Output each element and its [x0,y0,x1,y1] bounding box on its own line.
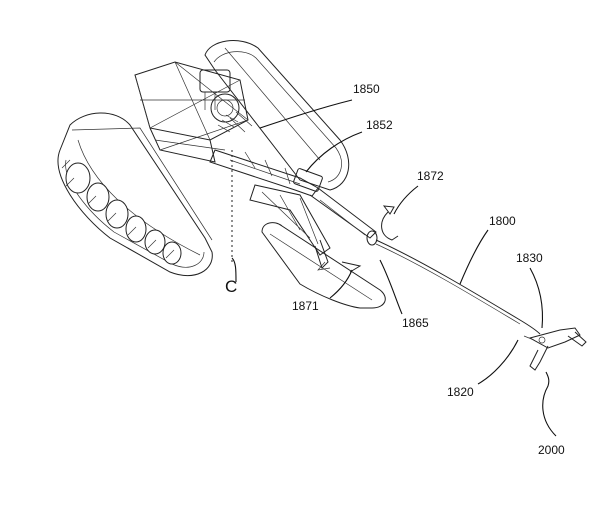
handheld-controller [523,327,587,371]
vehicle-frame [134,61,253,163]
right-track [204,40,350,191]
rotation-arrow-1872 [381,205,399,241]
label-1830: 1830 [516,251,543,265]
plate-arrow [341,261,362,273]
label-c: C [225,277,237,296]
track-wheels [65,162,182,265]
label-1820: 1820 [447,385,474,399]
label-1871: 1871 [292,299,319,313]
label-2000: 2000 [538,443,565,457]
label-1852: 1852 [366,118,393,132]
label-1872: 1872 [417,169,444,183]
label-1865: 1865 [402,316,429,330]
label-1800: 1800 [489,214,516,228]
leader-lines [231,99,557,437]
tether-cable [375,239,541,335]
boom-arm [209,149,378,256]
left-track [57,112,213,277]
label-1850: 1850 [353,82,380,96]
sled-plate [261,222,386,309]
